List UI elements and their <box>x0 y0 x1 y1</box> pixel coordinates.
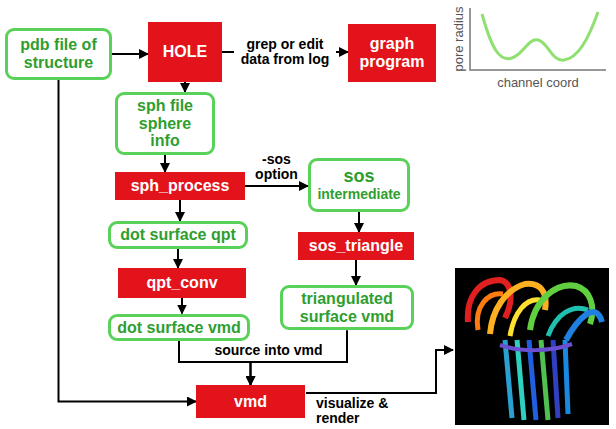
file-box: triangulated surface vmd <box>280 285 414 330</box>
file-box: dot surface qpt <box>108 221 248 249</box>
program-box: sph_process <box>115 172 245 200</box>
box-text: sos_triangle <box>304 237 408 255</box>
program-box: qpt_conv <box>118 268 246 298</box>
flow-arrow <box>184 82 186 92</box>
axis-label: channel coord <box>497 75 579 90</box>
flow-arrow <box>177 249 179 268</box>
box-text: triangulated surface vmd <box>287 290 407 325</box>
box-text: sos <box>315 167 403 187</box>
box-text: HOLE <box>154 43 216 61</box>
box-text: qpt_conv <box>124 274 240 292</box>
edge-label: -sos option <box>248 152 305 182</box>
strand <box>500 344 572 350</box>
strand <box>566 312 602 340</box>
box-text: dot surface qpt <box>115 226 241 244</box>
flow-arrow <box>358 212 360 232</box>
flow-arrow <box>112 53 148 55</box>
file-box: sosintermediate <box>308 158 410 212</box>
box-text: dot surface vmd <box>115 319 243 337</box>
plot-axes <box>470 8 606 70</box>
file-box: pdb file of structure <box>5 28 112 80</box>
program-box: HOLE <box>148 22 222 82</box>
flow-arrow <box>245 185 308 187</box>
strand <box>553 340 558 418</box>
strand <box>565 340 568 414</box>
program-box: sos_triangle <box>298 232 414 260</box>
edge-label: grep or edit data from log <box>234 37 336 67</box>
axis-label: pore radius <box>451 6 466 71</box>
program-box: graph program <box>348 24 436 82</box>
file-box: dot surface vmd <box>108 314 250 342</box>
strand <box>541 340 548 420</box>
radius-plot <box>470 8 606 70</box>
program-box: vmd <box>196 385 305 418</box>
render-background <box>455 268 609 425</box>
box-text: graph program <box>354 35 430 70</box>
strand <box>517 340 524 420</box>
box-text: intermediate <box>315 187 403 202</box>
box-text: pdb file of structure <box>12 36 105 71</box>
arrow-label: visualize & render <box>316 396 396 426</box>
plot-curve <box>482 12 598 60</box>
box-text: vmd <box>202 393 299 411</box>
rendered-structure <box>455 268 609 425</box>
flow-arrow <box>164 155 166 172</box>
box-text: sph file sphere info <box>122 97 208 150</box>
flow-arrow <box>181 298 183 314</box>
file-box: sph file sphere info <box>115 92 215 155</box>
edge-label: source into vmd <box>214 343 322 358</box>
render-arrow <box>306 350 453 393</box>
strand <box>505 340 512 418</box>
box-text: sph_process <box>121 177 239 195</box>
flow-arrow <box>179 200 181 221</box>
flow-arrow <box>355 260 357 285</box>
